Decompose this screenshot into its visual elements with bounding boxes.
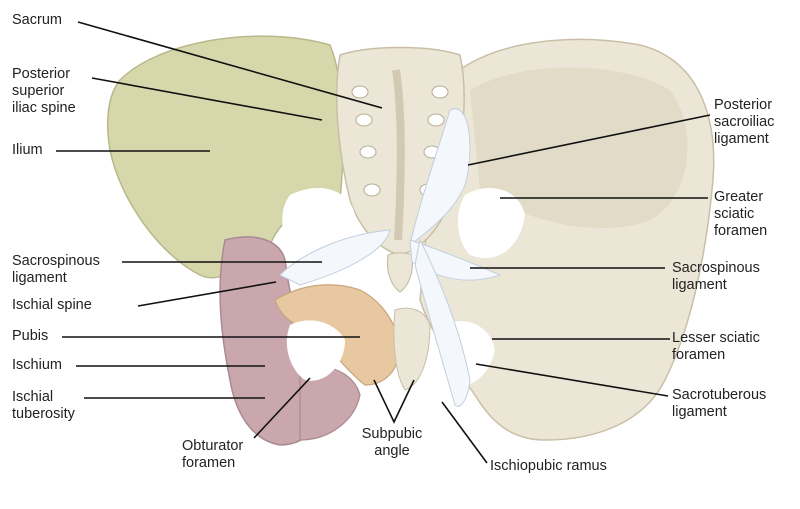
sacrotuberous-ligament <box>414 238 471 407</box>
leader-sacrotuberous <box>475 363 669 397</box>
sacral-foramen <box>363 183 381 197</box>
label-sacrospinous-ligament-right: Sacrospinous ligament <box>672 260 760 293</box>
greater-sciatic-foramen-right <box>458 187 525 259</box>
leader-obturator <box>253 377 311 439</box>
label-ischial-tuberosity: Ischial tuberosity <box>12 389 75 422</box>
label-obturator-foramen: Obturator foramen <box>182 438 244 471</box>
leader-lines <box>56 21 711 464</box>
label-posterior-superior-iliac-spine: Posterior superior iliac spine <box>12 66 76 116</box>
sacral-foramen <box>431 85 449 99</box>
sacral-foramen <box>359 145 377 159</box>
leader-subpubic <box>373 379 415 424</box>
label-greater-sciatic-foramen: Greater sciatic foramen <box>714 189 768 239</box>
sacral-foramen <box>351 85 369 99</box>
right-iliac-fossa <box>470 67 688 229</box>
leader-ischial-spine <box>137 281 277 307</box>
label-subpubic-angle: Subpubic angle <box>361 426 423 459</box>
label-ischium: Ischium <box>12 357 62 373</box>
label-lesser-sciatic-foramen: Lesser sciatic foramen <box>672 330 760 363</box>
leader-post-sacroiliac <box>467 114 711 166</box>
label-sacrotuberous-ligament: Sacrotuberous ligament <box>672 387 767 420</box>
sacrospinous-ligament-left <box>279 229 391 286</box>
label-posterior-sacroiliac-ligament: Posterior sacroiliac ligament <box>714 97 775 147</box>
sacral-crest <box>392 69 405 241</box>
coccyx <box>386 252 414 293</box>
label-pubis: Pubis <box>12 328 49 344</box>
leader-psis <box>91 77 323 121</box>
obturator-foramen-left <box>286 320 345 381</box>
pubic-symphysis <box>393 307 431 391</box>
posterior-sacroiliac-ligament <box>409 108 471 247</box>
label-ischiopubic-ramus: Ischiopubic ramus <box>490 458 607 474</box>
label-ischial-spine: Ischial spine <box>12 297 92 313</box>
label-sacrospinous-ligament-left: Sacrospinous ligament <box>12 253 100 286</box>
label-sacrum: Sacrum <box>12 12 62 28</box>
sacral-foramen <box>427 113 445 127</box>
sacral-foramen <box>355 113 373 127</box>
leader-sacrum <box>77 21 383 109</box>
label-ilium: Ilium <box>12 142 43 158</box>
leader-ischiopubic <box>441 401 488 464</box>
